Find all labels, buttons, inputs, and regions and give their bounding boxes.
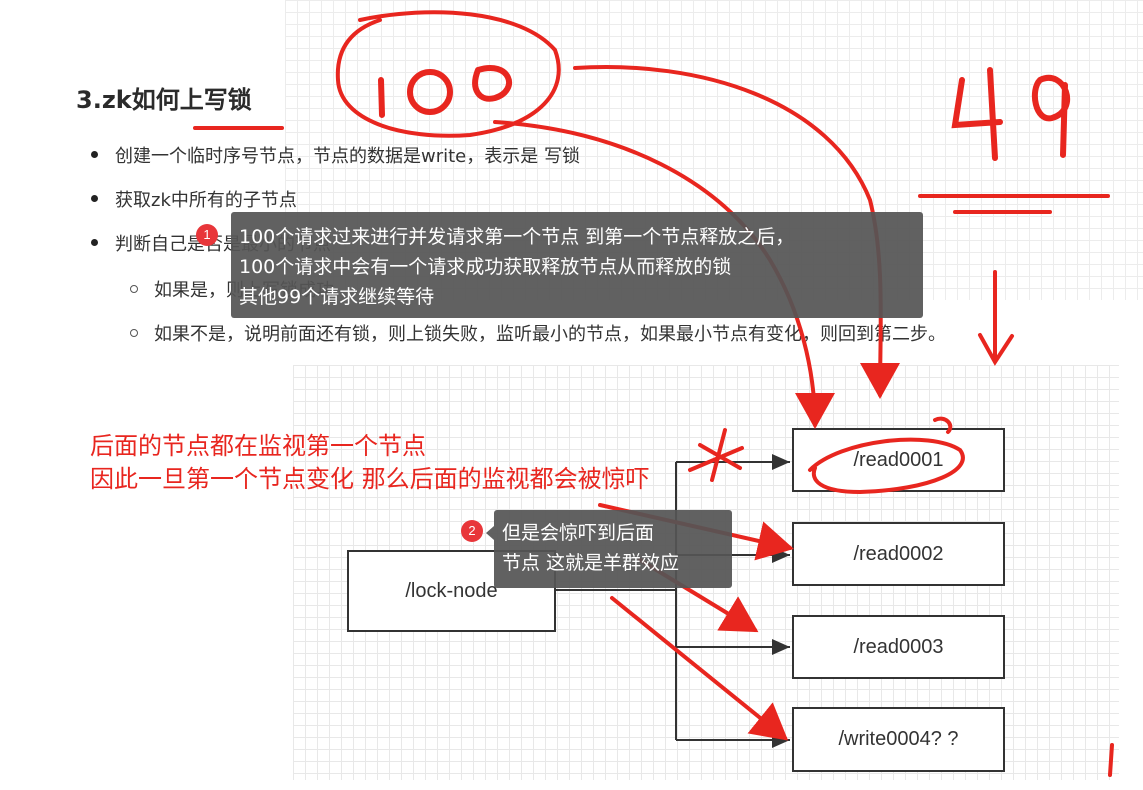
bullet-text: 获取zk中所有的子节点 xyxy=(115,190,297,211)
node-label: /lock-node xyxy=(405,579,498,602)
bullet-text: 创建一个临时序号节点，节点的数据是write，表示是 写锁 xyxy=(115,146,580,167)
bullet-circle-icon xyxy=(130,285,138,293)
bullet-item-1: 创建一个临时序号节点，节点的数据是write，表示是 写锁 xyxy=(91,142,580,168)
node-read0001: /read0001 xyxy=(792,428,1005,492)
circle-around-read0001 xyxy=(808,437,965,495)
scribble-mark xyxy=(933,416,953,434)
down-arrow-head xyxy=(978,333,1014,366)
arrow-100-to-first-node xyxy=(573,65,901,399)
node-label: /read0003 xyxy=(853,635,944,658)
section-heading: 3.zk如何上写锁 xyxy=(76,86,252,114)
node-read0003: /read0003 xyxy=(792,615,1005,679)
annotation-text: 后面的节点都在监视第一个节点 因此一旦第一个节点变化 那么后面的监视都会被惊吓 xyxy=(90,430,650,496)
comment-line: 其他99个请求继续等待 xyxy=(239,286,435,308)
circle-around-100 xyxy=(335,10,561,138)
digit-9 xyxy=(1031,75,1071,158)
bullet-dot-icon xyxy=(91,195,98,202)
comment-tooltip-2: 但是会惊吓到后面 节点 这就是羊群效应 xyxy=(486,510,732,588)
comment-badge-2[interactable]: 2 xyxy=(461,520,483,542)
digit-4 xyxy=(951,67,1003,161)
digit-0-first xyxy=(407,69,453,115)
bullet-text: 如果不是，说明前面还有锁，则上锁失败，监听最小的节点，如果最小节点有变化，则回到… xyxy=(154,324,946,345)
sub-bullet-item-2: 如果不是，说明前面还有锁，则上锁失败，监听最小的节点，如果最小节点有变化，则回到… xyxy=(130,320,946,346)
comment-tooltip-1: 100个请求过来进行并发请求第一个节点 到第一个节点释放之后， 100个请求中会… xyxy=(231,212,923,318)
annotation-line-2: 因此一旦第一个节点变化 那么后面的监视都会被惊吓 xyxy=(90,465,650,493)
node-label: /read0002 xyxy=(853,542,944,565)
bullet-circle-icon xyxy=(130,329,138,337)
comment-line: 100个请求过来进行并发请求第一个节点 到第一个节点释放之后， xyxy=(239,226,795,248)
cross-mark xyxy=(688,428,744,482)
node-read0002: /read0002 xyxy=(792,522,1005,586)
bullet-dot-icon xyxy=(91,239,98,246)
annotation-line-1: 后面的节点都在监视第一个节点 xyxy=(90,432,426,460)
digit-0-second xyxy=(472,65,513,102)
comment-badge-1[interactable]: 1 xyxy=(196,224,218,246)
bullet-dot-icon xyxy=(91,151,98,158)
node-label: /read0001 xyxy=(853,448,944,471)
node-label: /write0004? ? xyxy=(838,728,959,750)
comment-line: 节点 这就是羊群效应 xyxy=(502,552,680,574)
comment-line: 但是会惊吓到后面 xyxy=(502,522,655,544)
bullet-item-2: 获取zk中所有的子节点 xyxy=(91,186,297,212)
edge-mark xyxy=(1108,743,1114,777)
node-write0004: /write0004? ? xyxy=(792,707,1005,772)
comment-line: 100个请求中会有一个请求成功获取释放节点从而释放的锁 xyxy=(239,256,732,278)
arrow-to-write0004 xyxy=(610,596,789,741)
digit-1 xyxy=(378,77,385,118)
